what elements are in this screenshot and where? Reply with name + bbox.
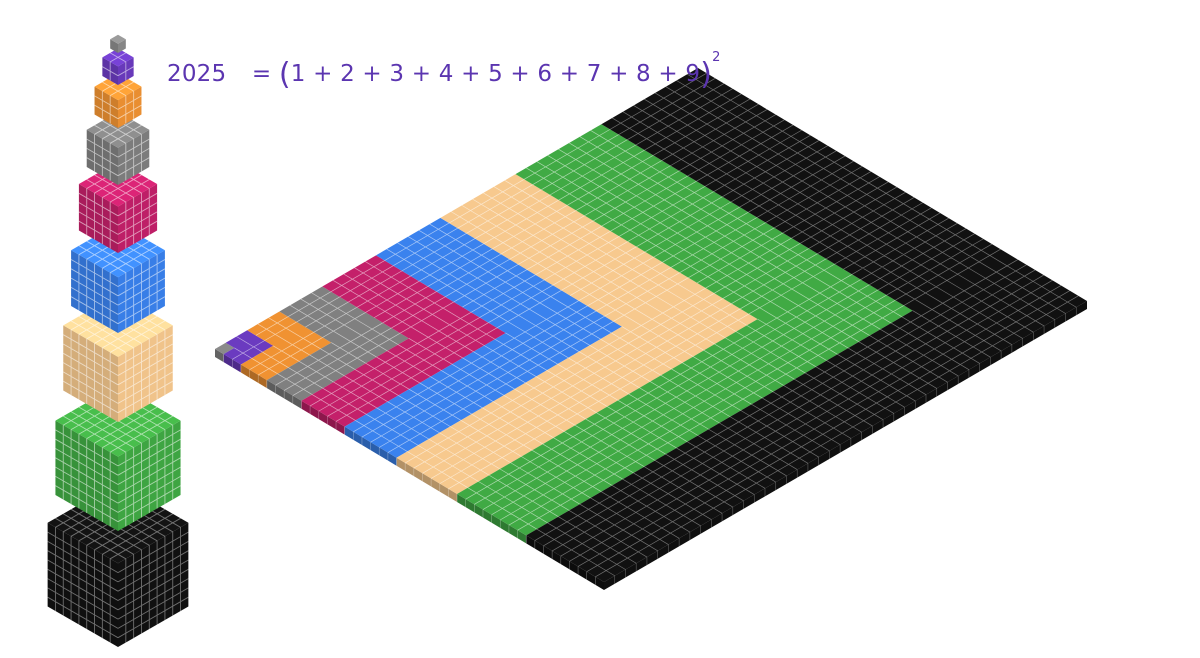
floor-grid-b (236, 336, 246, 342)
cube-top-grid (109, 52, 127, 63)
cube-left-grid (47, 527, 119, 643)
floor-side-left-cube-8 (457, 493, 527, 544)
floor-region (396, 174, 758, 494)
cube-right-grid (117, 91, 142, 124)
floor-region (301, 255, 506, 427)
floor-grid-a (465, 274, 905, 531)
floor-cube-7 (396, 174, 758, 494)
cube-top-face (110, 34, 126, 44)
floor-region (344, 217, 622, 458)
cube-right-face (118, 39, 126, 53)
cube-right-grid (117, 61, 134, 81)
cube-top-grid (102, 77, 134, 96)
floor-region (223, 330, 274, 365)
floor-side-left-cube-9 (526, 535, 604, 590)
cube-right-grid (117, 329, 173, 418)
cube-right-grid (117, 527, 189, 643)
cube-left-face (94, 86, 118, 128)
cube-right-face (118, 86, 142, 128)
floor-cube-1 (215, 342, 235, 355)
gnomon-floor (215, 68, 1087, 590)
floor-grid-a (275, 322, 401, 396)
tower-cube-3 (94, 73, 142, 128)
floor-side-left-cube-1 (215, 349, 224, 363)
cube-left-grid (55, 425, 119, 527)
cube-left-grid (63, 329, 119, 418)
cube-left-grid (86, 134, 119, 181)
floor-region (240, 311, 332, 381)
floor-grid-b (255, 316, 297, 341)
floor-side-left-cube-3 (240, 364, 267, 389)
cube-right-grid (117, 254, 166, 329)
floor-cube-2 (223, 330, 274, 365)
tower-cube-4 (86, 111, 150, 185)
floor-cube-4 (266, 286, 409, 401)
close-paren: ) (700, 57, 713, 92)
cube-left-face (110, 39, 118, 53)
floor-side-left-grid (223, 354, 596, 585)
floor-grid-b (384, 222, 562, 329)
floor-grid-a (232, 340, 265, 360)
floor-grid-a (353, 300, 614, 453)
floor-region (457, 124, 913, 536)
equation-lhs: 2025 (167, 61, 227, 87)
equation-exponent: 2 (712, 50, 721, 65)
equation: 2025 = (1 + 2 + 3 + 4 + 5 + 6 + 7 + 8 + … (167, 50, 721, 92)
floor-side-left-cube-2 (223, 354, 241, 373)
floor-cube-3 (240, 311, 332, 381)
cube-left-face (63, 325, 118, 422)
equals-sign: = (251, 61, 272, 87)
floor-region (266, 286, 409, 401)
cube-left-grid (102, 61, 119, 81)
floor-cube-5 (301, 255, 506, 427)
floor-cube-9 (526, 68, 1087, 582)
cube-top-grid (94, 115, 142, 144)
cube-right-grid (117, 425, 181, 527)
cube-left-grid (78, 188, 119, 249)
floor-grid-a (534, 259, 1079, 578)
floor-cube-8 (457, 124, 913, 536)
floor-side-right (604, 301, 1087, 590)
floor-grid-b (524, 129, 835, 315)
cube-tower (47, 34, 189, 647)
tower-cube-1 (110, 34, 126, 53)
cube-top-face (94, 73, 142, 101)
cube-left-face (47, 522, 119, 647)
floor-grid-b (609, 72, 1001, 306)
cube-right-face (118, 184, 158, 253)
cube-right-face (118, 325, 173, 422)
cube-left-grid (94, 91, 119, 124)
cube-left-face (78, 184, 118, 253)
equation-terms: 1 + 2 + 3 + 4 + 5 + 6 + 7 + 8 + 9 (290, 61, 701, 87)
floor-side-left-cube-4 (266, 380, 302, 409)
floor-grid-b (287, 291, 366, 338)
cube-left-grid (70, 254, 119, 329)
floor-grid-b (330, 260, 454, 334)
floor-grid-b (448, 179, 689, 322)
floor-region (526, 68, 1087, 582)
floor-cube-6 (344, 217, 622, 458)
floor-region (215, 342, 235, 355)
floor-side-left-cube-6 (344, 426, 397, 466)
floor-side-left-cube-5 (301, 400, 345, 435)
cube-right-grid (117, 134, 150, 181)
floor-side-left-cube-7 (396, 457, 458, 502)
open-paren: ( (278, 57, 291, 92)
cube-right-face (118, 522, 189, 647)
floor-grid-a (405, 287, 750, 490)
floor-grid-a (309, 311, 498, 422)
floor-side-right-grid (614, 307, 1077, 584)
cube-right-grid (117, 188, 158, 249)
floor-sides (215, 301, 1087, 590)
tower-cube-2 (102, 48, 134, 85)
floor-grid-a (249, 331, 323, 376)
